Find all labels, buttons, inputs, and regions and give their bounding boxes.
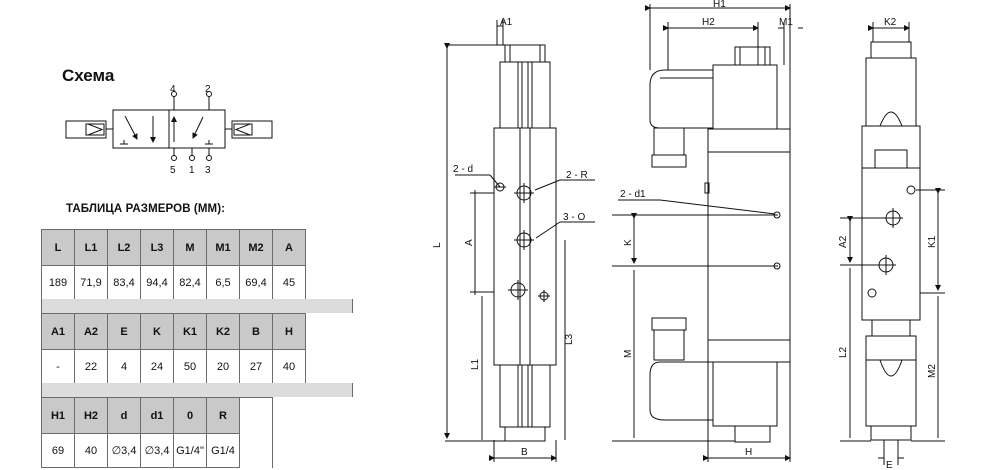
label-3-O: 3 - O: [563, 212, 585, 223]
port-1-label: 1: [189, 165, 195, 176]
dim-M1: M1: [779, 17, 793, 28]
table-cell: G1/4: [206, 433, 240, 468]
table-cell: 27: [239, 349, 273, 384]
table-cell: 50: [173, 349, 207, 384]
table-title: ТАБЛИЦА РАЗМЕРОВ (ММ):: [66, 203, 226, 215]
table-header-row: A1 A2 E K K1 K2 B H: [41, 313, 306, 350]
dim-H2: H2: [702, 17, 715, 28]
front-view: [444, 20, 595, 462]
table-header-cell: A: [272, 229, 306, 266]
label-2-d1: 2 - d1: [620, 189, 646, 200]
table-cell: 40: [74, 433, 108, 468]
label-2-d: 2 - d: [453, 164, 473, 175]
dim-M: M: [623, 350, 634, 358]
table-cell: 6,5: [206, 265, 240, 300]
table-header-cell: B: [239, 313, 273, 350]
dim-E: E: [886, 460, 893, 470]
table-header-cell: A1: [41, 313, 75, 350]
port-3-label: 3: [205, 165, 211, 176]
dim-K1: K1: [927, 235, 938, 248]
table-cell: 40: [272, 349, 306, 384]
table-cell: 4: [107, 349, 141, 384]
table-row: 189 71,9 83,4 94,4 82,4 6,5 69,4 45: [41, 265, 306, 300]
table-cell: ∅3,4: [140, 433, 174, 468]
table-header-cell: M2: [239, 229, 273, 266]
table-cell: 24: [140, 349, 174, 384]
valve-symbol: [65, 91, 273, 161]
dim-M2: M2: [927, 364, 938, 378]
dim-L3: L3: [564, 333, 575, 345]
dim-K2: K2: [884, 17, 897, 28]
table-spacer: [41, 383, 353, 397]
table-header-cell: E: [107, 313, 141, 350]
schema-title: Схема: [62, 66, 115, 85]
table-header-cell: M: [173, 229, 207, 266]
table-cell: 189: [41, 265, 75, 300]
table-cell: 82,4: [173, 265, 207, 300]
table-header-cell: H1: [41, 397, 75, 434]
table-header-row: H1 H2 d d1 0 R: [41, 397, 273, 468]
table-header-cell: K: [140, 313, 174, 350]
table-header-cell: H: [272, 313, 306, 350]
table-header-cell: K2: [206, 313, 240, 350]
right-view: [840, 22, 945, 465]
table-header-cell: L: [41, 229, 75, 266]
table-header-row: L L1 L2 L3 M M1 M2 A: [41, 229, 306, 266]
table-cell: 45: [272, 265, 306, 300]
table-cell: 71,9: [74, 265, 108, 300]
table-header-cell: H2: [74, 397, 108, 434]
label-2-R: 2 - R: [566, 170, 588, 181]
table-cell: 83,4: [107, 265, 141, 300]
dim-L2: L2: [838, 346, 849, 358]
table-header-cell: d1: [140, 397, 174, 434]
port-2-label: 2: [205, 84, 211, 95]
table-header-cell: K1: [173, 313, 207, 350]
table-cell: ∅3,4: [107, 433, 141, 468]
table-header-cell: 0: [173, 397, 207, 434]
table-row: 69 40 ∅3,4 ∅3,4 G1/4" G1/4: [41, 433, 273, 468]
dimension-table-3: H1 H2 d d1 0 R 69 40 ∅3,4 ∅3,4 G1/4" G1/…: [41, 397, 273, 468]
side-view: [612, 4, 803, 462]
dimension-table-1: L L1 L2 L3 M M1 M2 A 189 71,9 83,4 94,4 …: [41, 229, 306, 300]
dim-H1: H1: [713, 0, 726, 10]
table-cell: 69: [41, 433, 75, 468]
right-solenoid: [231, 120, 273, 139]
table-cell: -: [41, 349, 75, 384]
table-header-cell: M1: [206, 229, 240, 266]
port-5-label: 5: [170, 165, 176, 176]
table-cell: 22: [74, 349, 108, 384]
table-header-cell: L1: [74, 229, 108, 266]
table-header-cell: R: [206, 397, 240, 434]
table-header-cell: L3: [140, 229, 174, 266]
dim-K: K: [623, 239, 634, 246]
table-cell: 20: [206, 349, 240, 384]
dim-H: H: [745, 447, 752, 458]
table-spacer: [41, 299, 353, 313]
table-header-cell: L2: [107, 229, 141, 266]
dim-A2: A2: [838, 235, 849, 248]
dim-L: L: [432, 242, 443, 248]
dim-A1: A1: [500, 17, 513, 28]
table-cell: 69,4: [239, 265, 273, 300]
dim-L1: L1: [470, 358, 481, 370]
table-cell: 94,4: [140, 265, 174, 300]
port-4-label: 4: [170, 84, 176, 95]
dim-A: A: [464, 239, 475, 246]
table-row: - 22 4 24 50 20 27 40: [41, 349, 306, 384]
dim-B: B: [521, 447, 528, 458]
table-header-cell: A2: [74, 313, 108, 350]
table-cell: G1/4": [173, 433, 207, 468]
table-empty-cell: [239, 397, 273, 468]
dimension-table-2: A1 A2 E K K1 K2 B H - 22 4 24 50 20 27 4…: [41, 313, 306, 384]
table-header-cell: d: [107, 397, 141, 434]
